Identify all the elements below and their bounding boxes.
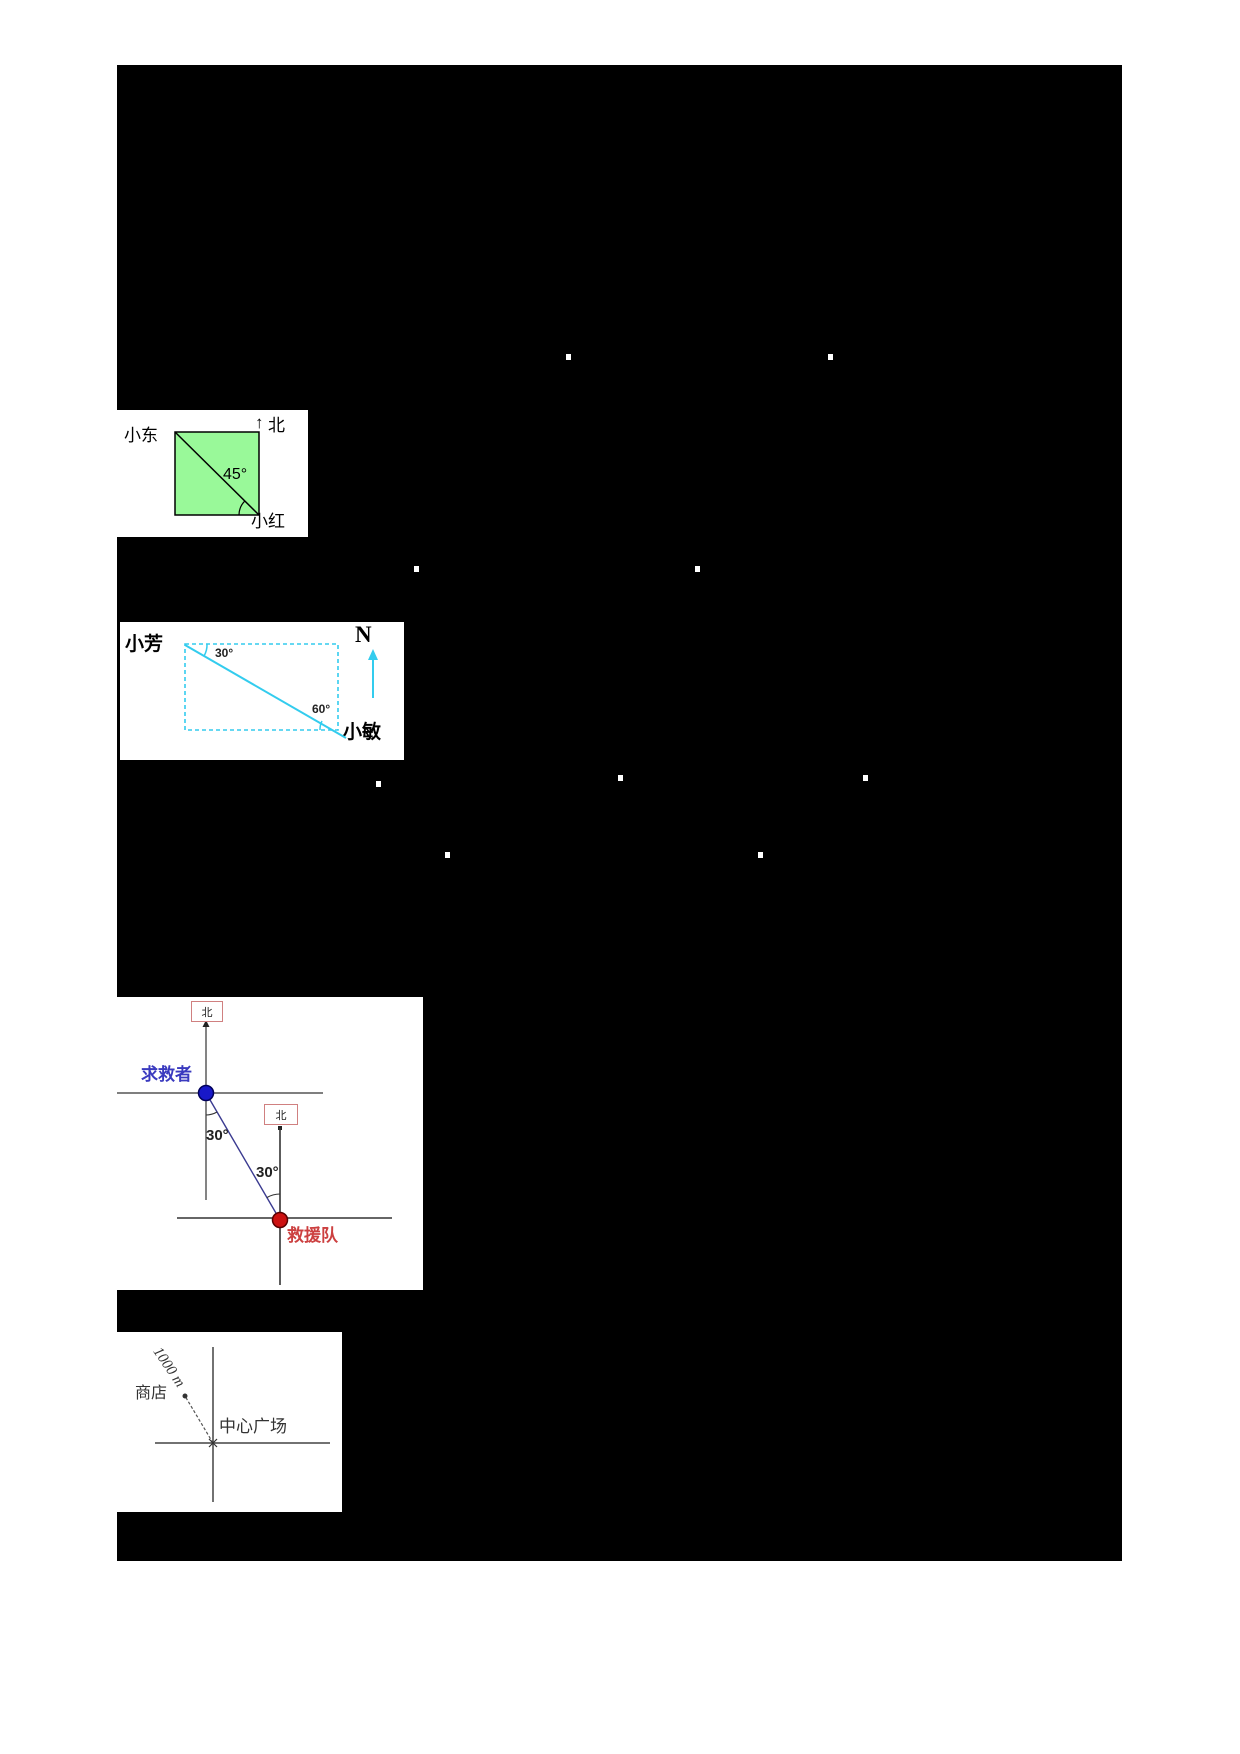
angle-arc-30 — [203, 643, 208, 657]
person-label-xiaomin: 小敏 — [343, 722, 382, 743]
white-speck — [863, 775, 868, 781]
person-label-xiaofang: 小芳 — [125, 634, 164, 655]
bearing-line — [205, 1092, 281, 1221]
path-line-xiaofang-xiaomin — [184, 644, 347, 739]
white-speck — [618, 775, 623, 781]
white-speck — [414, 566, 419, 572]
caller-point — [197, 1084, 215, 1102]
angle-arc-45 — [238, 500, 246, 516]
white-speck — [758, 852, 763, 858]
shop-point — [182, 1393, 188, 1399]
angle-arc-upper-30 — [205, 1111, 218, 1116]
white-speck — [695, 566, 700, 572]
north-box-rescue-label: 北 — [275, 1109, 287, 1122]
shop-label: 商店 — [135, 1385, 168, 1402]
person-label-xiaohong: 小红 — [251, 512, 285, 531]
angle-label-30: 30° — [215, 646, 234, 660]
person-label-xiaodong: 小东 — [124, 426, 158, 445]
white-speck — [828, 354, 833, 360]
angle-label-lower-30: 30° — [256, 1164, 279, 1181]
angle-arc-60 — [319, 720, 323, 731]
north-arrow-icon: ↑ — [255, 413, 264, 432]
white-speck — [445, 852, 450, 858]
dashed-rectangle — [184, 643, 339, 731]
north-box-rescue: 北 — [264, 1104, 298, 1125]
figure-shop-plaza-canvas — [155, 1347, 330, 1502]
shop-direction-line — [184, 1395, 214, 1444]
north-letter: N — [355, 622, 372, 647]
white-speck — [376, 781, 381, 787]
north-box-caller: 北 — [191, 1001, 223, 1022]
figure-rescue-canvas — [117, 1020, 392, 1285]
caller-label: 求救者 — [141, 1065, 192, 1084]
figure-shop-plaza: 1000 m 商店 中心广场 — [115, 1332, 342, 1512]
figure-rescue-bearings: 北 北 求救者 30° 30° 救援队 — [117, 997, 423, 1290]
page-black-region — [117, 65, 1122, 1561]
angle-label-60: 60° — [312, 702, 331, 716]
north-label: 北 — [268, 416, 285, 435]
rescue-point — [271, 1211, 289, 1229]
north-arrow-head — [368, 649, 378, 660]
center-mark-b — [208, 1438, 218, 1448]
figure-square-45-canvas — [174, 431, 260, 516]
north-box-caller-label: 北 — [201, 1006, 213, 1019]
figure-dashed-rect-bearings: 小芳 30° 60° N 小敏 — [120, 622, 404, 760]
angle-label-45: 45° — [223, 466, 248, 483]
plaza-label: 中心广场 — [219, 1417, 287, 1436]
figure-dashed-rect-canvas — [184, 643, 378, 739]
figure-square-45: 小东 ↑ 北 45° 小红 — [117, 410, 308, 537]
angle-label-upper-30: 30° — [206, 1127, 229, 1144]
angle-arc-lower-30 — [266, 1193, 281, 1198]
rescue-label: 救援队 — [287, 1226, 338, 1245]
white-speck — [566, 354, 571, 360]
north-line-caller-arrowhead — [202, 1020, 210, 1027]
